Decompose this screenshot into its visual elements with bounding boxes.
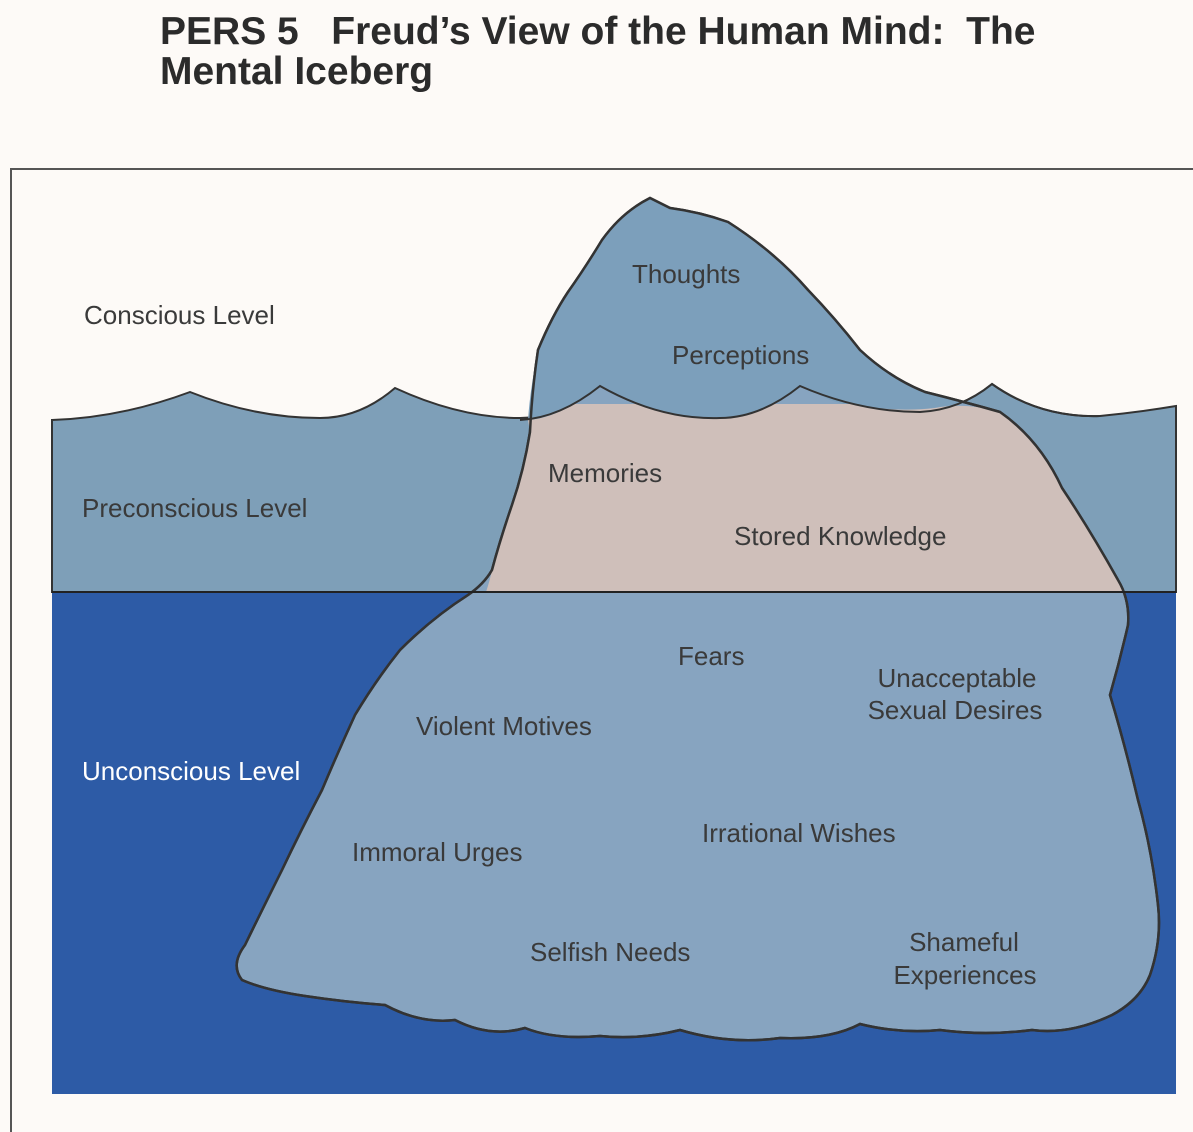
memories-label: Memories <box>548 458 662 488</box>
preconscious-level-label: Preconscious Level <box>82 493 307 523</box>
unacceptable-label-line-1: Unacceptable <box>878 663 1037 693</box>
wave-line-over-iceberg <box>519 382 1101 421</box>
title-line-1: PERS 5 Freud’s View of the Human Mind: T… <box>160 12 1160 52</box>
frame-top-border <box>10 168 1193 170</box>
iceberg-tip <box>528 198 965 420</box>
thoughts-label: Thoughts <box>632 259 740 289</box>
perceptions-label: Perceptions <box>672 340 809 370</box>
shameful-label-line-2: Experiences <box>893 960 1036 990</box>
conscious-level-label: Conscious Level <box>84 300 275 330</box>
unacceptable-label-line-2: Sexual Desires <box>868 695 1043 725</box>
page-title: PERS 5 Freud’s View of the Human Mind: T… <box>160 12 1160 92</box>
title-code: PERS 5 <box>160 10 299 53</box>
title-line-2: Mental Iceberg <box>160 50 434 93</box>
irrational-wishes-label: Irrational Wishes <box>702 818 896 848</box>
violent-motives-label: Violent Motives <box>416 711 592 741</box>
iceberg-outline <box>235 196 1161 1042</box>
title-text: Freud’s View of the Human Mind: The <box>331 10 1036 53</box>
stored-knowledge-label: Stored Knowledge <box>734 521 946 551</box>
iceberg-preconscious-band <box>486 404 1124 592</box>
immoral-urges-label: Immoral Urges <box>352 837 522 867</box>
selfish-needs-label: Selfish Needs <box>530 937 690 967</box>
shameful-label-line-1: Shameful <box>909 927 1019 957</box>
frame-left-border <box>10 168 12 1132</box>
unconscious-level-label: Unconscious Level <box>82 756 300 786</box>
fears-label: Fears <box>678 641 744 671</box>
